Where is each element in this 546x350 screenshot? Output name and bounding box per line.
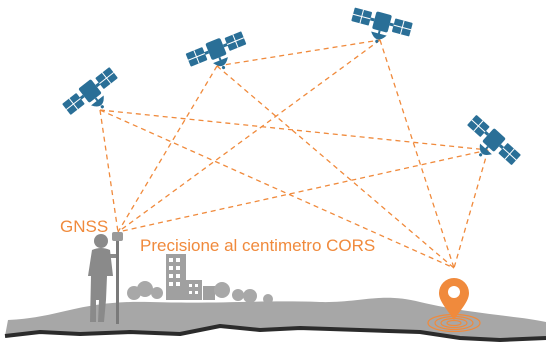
satellite-icon [183, 28, 253, 82]
surveyor-icon [88, 234, 118, 322]
gnss-pole-icon [112, 232, 123, 324]
signal-line [117, 65, 218, 233]
signal-lines [99, 39, 489, 269]
map-pin-icon [439, 278, 469, 320]
signal-line [453, 149, 489, 269]
signal-line [216, 39, 381, 67]
cors-station [427, 278, 481, 333]
precision-label: Precisione al centimetro CORS [140, 236, 375, 255]
signal-line [99, 109, 119, 233]
signal-line [99, 109, 455, 269]
signal-line [99, 109, 489, 151]
ground [5, 297, 546, 340]
satellite-icon [346, 4, 415, 52]
signal-line [117, 149, 489, 233]
tree-icon [127, 281, 273, 304]
satellite-icon [456, 112, 524, 178]
signal-line [117, 39, 381, 233]
signal-line [379, 39, 455, 269]
gnss-label: GNSS [60, 217, 108, 236]
ground-edge [4, 324, 546, 342]
signal-line [216, 65, 455, 269]
city-buildings-icon [166, 254, 215, 300]
